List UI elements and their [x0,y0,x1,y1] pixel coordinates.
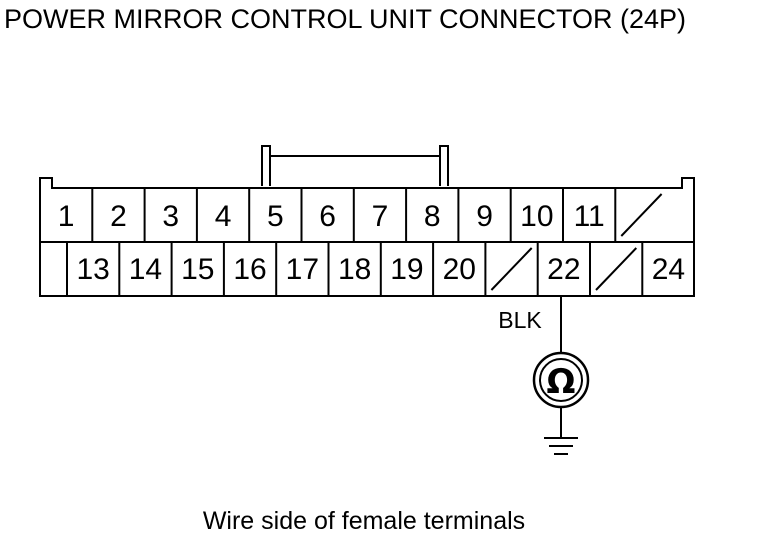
terminal-cell: 8 [405,188,441,242]
terminal-number: 14 [129,253,162,286]
terminal-cell: 7 [352,188,389,242]
terminal-cell: 17 [275,242,319,296]
blocked-terminal-slash [595,247,638,291]
terminal-cell: 14 [118,242,162,296]
terminal-number: 5 [267,200,284,233]
terminal-number: 24 [652,253,685,286]
terminal-cell-empty [484,242,533,296]
terminal-number: 16 [233,253,266,286]
terminal-cell: 13 [66,242,110,296]
ground-symbol-icon [544,437,578,455]
terminal-cell: 10 [509,188,554,242]
terminal-cell: 22 [536,242,581,296]
terminal-number: 3 [162,200,179,233]
connector-housing [39,177,695,297]
ohmmeter-icon: Ω [532,351,590,409]
terminal-number: 18 [338,253,371,286]
terminal-number: 9 [476,200,493,233]
terminal-cell: 19 [379,242,424,296]
terminal-number: 22 [547,253,580,286]
terminal-number: 10 [520,200,553,233]
terminal-number: 17 [286,253,319,286]
terminal-cell: 18 [327,242,371,296]
terminal-number: 4 [215,200,232,233]
ohm-symbol: Ω [547,362,576,402]
terminal-cell: 5 [248,188,284,242]
lock-tab [261,145,449,186]
terminal-number: 15 [181,253,214,286]
terminal-cell: 15 [170,242,214,296]
diagram-title: POWER MIRROR CONTROL UNIT CONNECTOR (24P… [4,4,687,34]
terminal-cell: 3 [143,188,179,242]
terminal-cell: 24 [641,242,685,296]
terminal-row-top: 1 2 3 4 5 6 7 8 9 10 11 [58,188,663,242]
blocked-terminal-slash [490,247,533,291]
terminal-cell-empty [614,188,663,242]
terminal-number: 2 [110,200,127,233]
terminal-cell: 11 [562,188,605,242]
terminal-number: 13 [76,253,109,286]
terminal-cell: 6 [300,188,336,242]
terminal-cell: 4 [195,188,232,242]
terminal-number: 20 [443,253,476,286]
terminal-number: 6 [319,200,336,233]
terminal-cell-empty [589,242,638,296]
terminal-number: 11 [574,200,605,233]
terminal-cell: 2 [91,188,127,242]
wire-color-label: BLK [498,307,542,333]
terminal-number: 7 [372,200,389,233]
terminal-number: 1 [58,200,75,233]
terminal-cell: 20 [432,242,476,296]
terminal-cell: 1 [58,200,75,233]
terminal-number: 19 [390,253,423,286]
terminal-cell: 9 [457,188,493,242]
diagram-caption: Wire side of female terminals [202,507,526,535]
terminal-number: 8 [424,200,441,233]
terminal-row-bottom: 13 14 15 16 17 18 19 20 22 24 [66,242,685,296]
terminal-cell: 16 [222,242,267,296]
test-circuit: BLK Ω [498,296,590,455]
blocked-terminal-slash [620,193,663,237]
